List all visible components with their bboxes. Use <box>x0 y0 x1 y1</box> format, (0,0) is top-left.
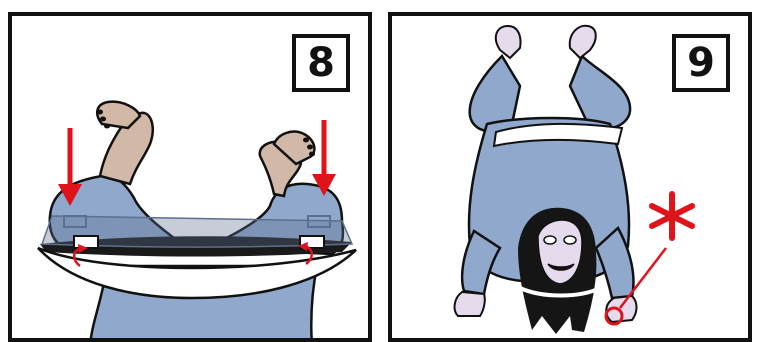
right-toenail <box>307 144 313 150</box>
step-8-illustration <box>37 100 357 338</box>
curved-arrow-icon <box>73 244 88 267</box>
down-arrow-icon <box>312 120 336 196</box>
velcro-tab-right <box>307 215 331 228</box>
collar <box>519 286 601 298</box>
left-eye <box>543 235 557 245</box>
down-arrow-icon <box>58 128 82 206</box>
step-8-panel: 8 <box>8 12 372 342</box>
right-foot <box>568 24 597 60</box>
mouth <box>547 263 575 271</box>
curved-arrow-icon <box>298 242 313 265</box>
step-number-badge: 8 <box>292 34 350 92</box>
step-number-badge: 9 <box>672 34 730 92</box>
step-9-illustration <box>453 24 695 334</box>
right-toenail <box>303 137 309 143</box>
right-hand <box>605 294 638 324</box>
left-leg <box>98 111 155 186</box>
velcro-tab-left <box>63 215 87 228</box>
highlight-circle-icon <box>604 306 624 326</box>
right-toenail <box>309 151 315 157</box>
left-foot <box>494 24 522 60</box>
strap-white-left <box>73 235 99 249</box>
left-foot <box>95 100 142 130</box>
left-hand <box>453 290 486 317</box>
translucent-wrap <box>40 215 354 248</box>
left-toenail <box>97 109 103 115</box>
asterisk-icon <box>649 191 695 241</box>
pointer-line <box>619 247 667 309</box>
left-toenail <box>104 123 110 129</box>
step-9-panel: 9 <box>388 12 752 342</box>
left-toenail <box>100 116 106 122</box>
basket-rim <box>37 246 357 300</box>
waistband <box>492 122 624 148</box>
right-eye <box>563 235 577 245</box>
